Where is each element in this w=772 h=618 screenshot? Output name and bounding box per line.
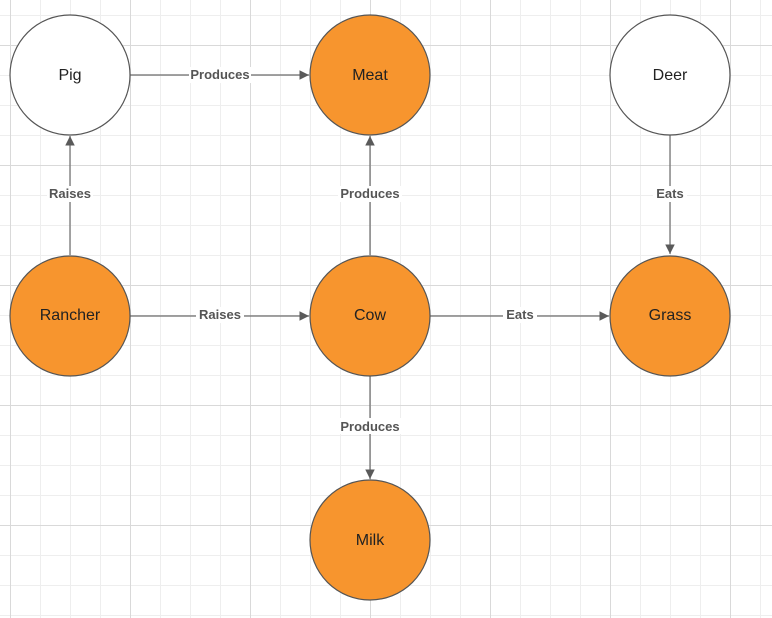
node-cow[interactable]: Cow [309, 255, 431, 377]
node-rancher[interactable]: Rancher [9, 255, 131, 377]
edge-label: Produces [190, 67, 249, 82]
node-label: Grass [649, 307, 692, 324]
node-label: Cow [354, 307, 386, 324]
edge-label: Eats [656, 186, 683, 201]
edge-label: Raises [199, 307, 241, 322]
node-circle[interactable] [9, 255, 131, 377]
edge-label: Produces [340, 186, 399, 201]
edge-label: Produces [340, 419, 399, 434]
edge-label-background [189, 67, 251, 83]
edge-label-background [47, 186, 93, 202]
edge-cow-eats-grass[interactable]: Eats [430, 307, 609, 323]
node-circle[interactable] [309, 255, 431, 377]
node-label: Pig [58, 67, 81, 84]
edge-cow-produces-milk[interactable]: Produces [338, 376, 402, 479]
edge-label-background [338, 186, 402, 202]
node-circle[interactable] [609, 14, 731, 136]
edge-label-background [338, 418, 402, 434]
edge-label-background [196, 307, 244, 323]
node-circle[interactable] [309, 14, 431, 136]
node-pig[interactable]: Pig [9, 14, 131, 136]
edge-rancher-raises-cow[interactable]: Raises [130, 307, 309, 323]
node-deer[interactable]: Deer [609, 14, 731, 136]
node-circle[interactable] [609, 255, 731, 377]
node-circle[interactable] [9, 14, 131, 136]
edge-label-background [503, 307, 537, 323]
edge-cow-produces-meat[interactable]: Produces [338, 136, 402, 255]
node-grass[interactable]: Grass [609, 255, 731, 377]
edge-label: Raises [49, 186, 91, 201]
edge-label-background [653, 186, 687, 202]
edge-rancher-raises-pig[interactable]: Raises [47, 136, 93, 255]
node-circle[interactable] [309, 479, 431, 601]
node-milk[interactable]: Milk [309, 479, 431, 601]
edge-label: Eats [506, 307, 533, 322]
edge-deer-eats-grass[interactable]: Eats [653, 135, 687, 254]
node-label: Milk [356, 532, 385, 549]
node-meat[interactable]: Meat [309, 14, 431, 136]
node-label: Rancher [40, 307, 101, 324]
node-label: Deer [653, 67, 688, 84]
edge-pig-produces-meat[interactable]: Produces [130, 67, 309, 83]
node-label: Meat [352, 67, 388, 84]
